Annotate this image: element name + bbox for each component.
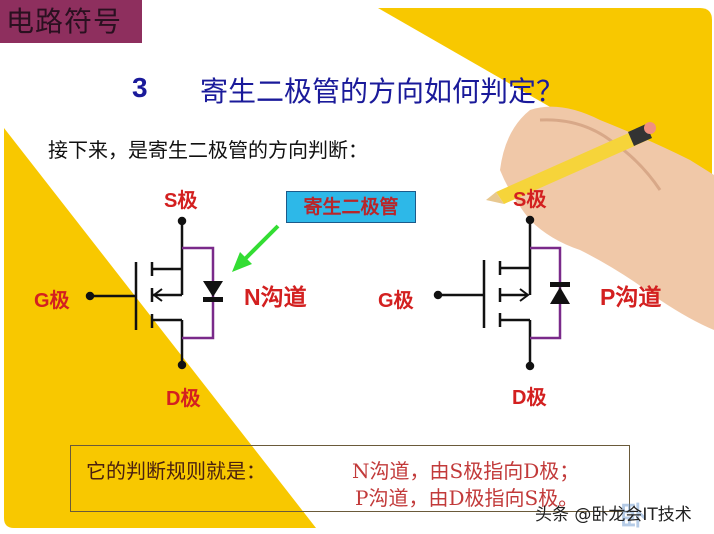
rule-pmos-line: P沟道，由D极指向S极。	[355, 486, 579, 510]
nmos-channel-label: N沟道	[244, 284, 307, 310]
corner-title: 电路符号	[0, 0, 142, 43]
pmos-gate-label: G极	[378, 290, 414, 312]
watermark-logo: 卧	[620, 502, 647, 532]
nmos-source-label: S极	[164, 190, 198, 212]
heading-number: 3	[132, 72, 148, 103]
intro-text: 接下来，是寄生二极管的方向判断：	[48, 138, 368, 162]
yellow-shape-left	[4, 128, 316, 528]
nmos-gate-label: G极	[34, 290, 70, 312]
green-arrow	[232, 224, 280, 272]
nmos-symbol	[85, 216, 187, 370]
parasitic-diode-callout: 寄生二极管	[286, 191, 416, 223]
rule-box	[70, 445, 630, 512]
heading-title: 寄生二极管的方向如何判定？	[200, 75, 565, 108]
nmos-body-diode	[182, 246, 223, 340]
rule-title: 它的判断规则就是：	[86, 459, 266, 483]
nmos-drain-label: D极	[166, 388, 201, 410]
rule-nmos-line: N沟道，由S极指向D极；	[352, 459, 580, 483]
pmos-drain-label: D极	[512, 387, 547, 409]
pmos-body-diode	[530, 246, 570, 340]
pmos-source-label: S极	[513, 189, 547, 211]
pmos-channel-label: P沟道	[600, 284, 662, 310]
watermark-text: 头条 @卧龙会IT技术	[535, 505, 692, 525]
hand-holding-pencil-illustration	[486, 106, 714, 331]
pmos-symbol	[433, 215, 535, 371]
